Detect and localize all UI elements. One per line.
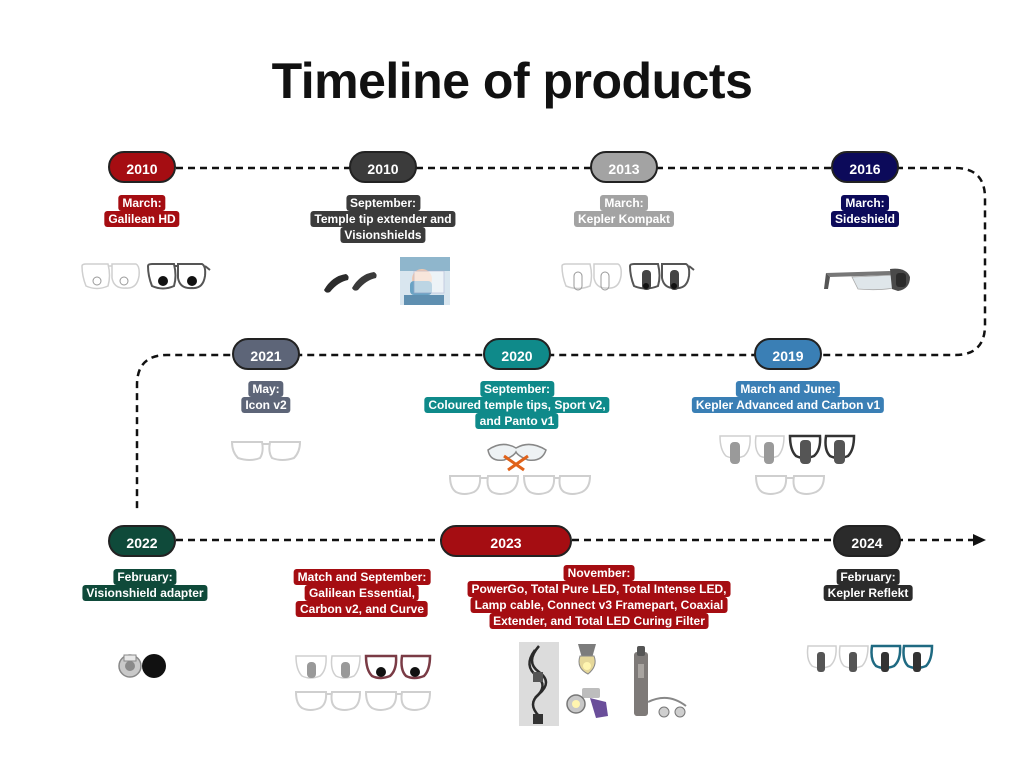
event-label-line: Kepler Advanced and Carbon v1 [691,397,885,413]
event-label-line: Extender, and Total LED Curing Filter [489,613,709,629]
event-label-line: February: [113,569,177,585]
year-pill: 2013 [590,151,658,183]
led-lamps-photo-icon [566,644,608,718]
year-pill: 2010 [108,151,176,183]
year-pill: 2019 [754,338,822,370]
curve-frames-icon [294,691,432,711]
timeline-arrowhead-icon [973,534,986,546]
event-label-line: May: [248,381,284,397]
event-label: Match and September: Galilean Essential,… [293,569,431,617]
year-pill: 2023 [440,525,572,557]
event-label-line: September: [345,195,421,211]
event-label: March: Kepler Kompakt [573,195,675,227]
event-label-line: Galilean Essential, [304,585,420,601]
event-label-line: March: [841,195,889,211]
powergo-battery-photo-icon [634,646,687,718]
kepler-advanced-glasses-icon [719,434,856,464]
year-pill: 2016 [831,151,899,183]
event-label-line: Kepler Reflekt [823,585,913,601]
event-label-line: February: [836,569,900,585]
year-pill: 2024 [833,525,901,557]
event-label: September: Temple tip extender and Visio… [310,195,456,243]
event-label-line: March: [118,195,166,211]
event-label-line: Temple tip extender and [310,211,456,227]
event-label-line: Carbon v2, and Curve [295,601,429,617]
event-label: March and June: Kepler Advanced and Carb… [691,381,885,413]
event-label-line: and Panto v1 [475,413,559,429]
event-label-line: PowerGo, Total Pure LED, Total Intense L… [467,581,731,597]
visionshield-photo-icon [400,257,450,305]
event-label: February: Kepler Reflekt [823,569,913,601]
panto-v1-frames-icon [448,475,592,495]
event-label-line: Visionshield adapter [82,585,208,601]
lamp-cable-photo-icon [519,642,559,726]
event-label: February: Visionshield adapter [82,569,208,601]
kepler-reflekt-glasses-icon [806,644,934,672]
galilean-essential-glasses-icon [295,654,432,680]
page-title: Timeline of products [271,53,753,109]
event-label: March: Sideshield [830,195,900,227]
year-pill: 2010 [349,151,417,183]
sideshield-glasses-icon [824,268,910,291]
event-label-line: Match and September: [293,569,431,585]
event-label: May: Icon v2 [241,381,291,413]
event-label: September: Coloured temple tips, Sport v… [424,381,610,429]
galilean-hd-glasses-icon [81,263,211,290]
event-label-line: September: [479,381,555,397]
event-label-line: November: [563,565,635,581]
year-pill: 2020 [483,338,551,370]
event-label: March: Galilean HD [104,195,180,227]
event-label-line: Coloured temple tips, Sport v2, [424,397,610,413]
visionshield-adapter-icon [118,654,166,678]
kepler-kompakt-glasses-icon [561,263,695,291]
icon-v2-frame-icon [230,441,302,461]
carbon-v1-frame-icon [754,475,826,495]
event-label-line: Sideshield [830,211,900,227]
year-pill: 2021 [232,338,300,370]
event-label-line: Lamp cable, Connect v3 Framepart, Coaxia… [470,597,728,613]
event-label-line: Visionshields [340,227,426,243]
year-pill: 2022 [108,525,176,557]
event-label-line: Kepler Kompakt [573,211,675,227]
event-label-line: Galilean HD [104,211,180,227]
event-label-line: March: [600,195,648,211]
sport-v2-glasses-icon [487,443,547,472]
temple-tip-extender-icon [324,272,377,293]
event-label-line: March and June: [736,381,840,397]
event-label: November: PowerGo, Total Pure LED, Total… [467,565,731,629]
event-label-line: Icon v2 [241,397,291,413]
